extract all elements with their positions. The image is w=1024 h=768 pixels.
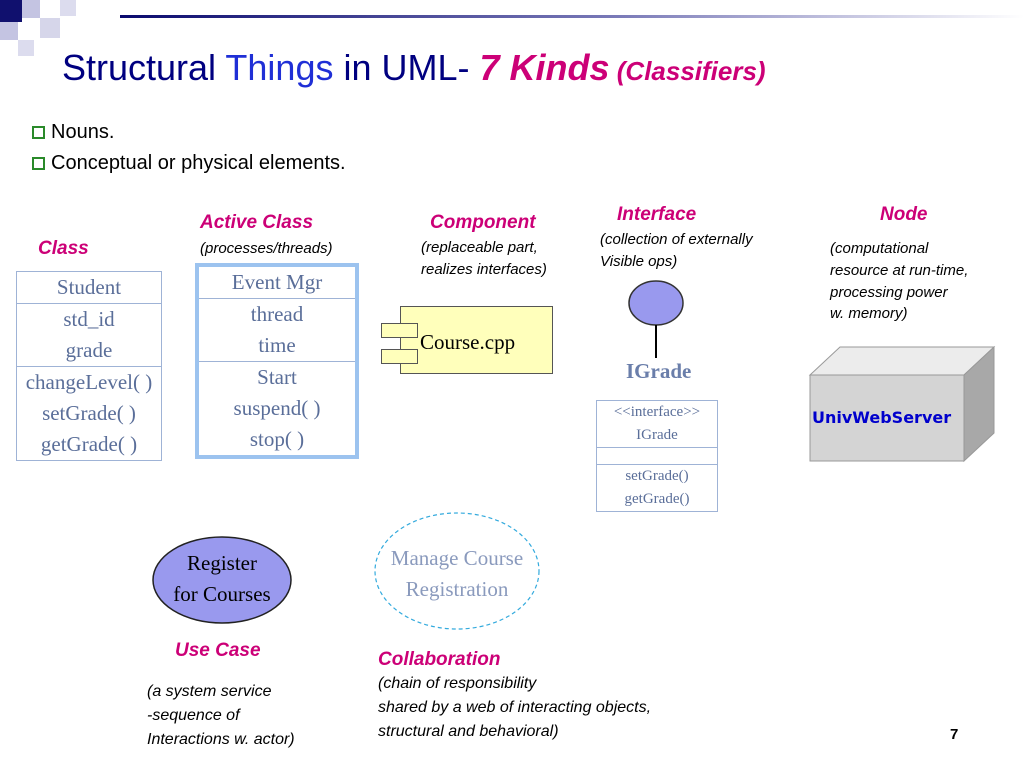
corner-square-light-5 xyxy=(18,40,34,56)
active-class-operation-compartment: Start suspend( ) stop( ) xyxy=(199,362,355,455)
checkbox-bullet-icon xyxy=(32,126,45,139)
interface-name-compartment: <<interface>> IGrade xyxy=(597,401,717,448)
class-name: Student xyxy=(56,275,122,299)
slide-title: Structural Things in UML- 7 Kinds (Class… xyxy=(62,46,766,89)
corner-square-light-4 xyxy=(60,0,76,16)
collaboration-ellipse xyxy=(374,512,540,630)
use-case-shape xyxy=(152,536,292,624)
class-operation: setGrade( ) xyxy=(42,401,136,425)
interface-stereotype: <<interface>> xyxy=(613,404,701,420)
corner-square-light-2 xyxy=(0,22,18,40)
component-label: Component xyxy=(430,212,536,233)
active-class-name: Event Mgr xyxy=(231,270,323,294)
interface-operation: getGrade() xyxy=(624,491,690,507)
interface-name: IGrade xyxy=(626,359,692,383)
page-number: 7 xyxy=(950,726,959,743)
title-part-3: in UML- xyxy=(333,47,480,88)
class-attribute: grade xyxy=(65,338,113,362)
bullet-item: Conceptual or physical elements. xyxy=(32,152,346,175)
active-class-operation: suspend( ) xyxy=(233,396,321,420)
title-part-1: Structural xyxy=(62,47,226,88)
node-label: Node xyxy=(880,204,928,225)
interface-box-name: IGrade xyxy=(636,427,678,443)
node-cube xyxy=(808,345,996,463)
active-class-attribute-compartment: thread time xyxy=(199,299,355,362)
node-front-face xyxy=(809,374,965,462)
node-name: UnivWebServer xyxy=(812,408,952,427)
title-part-4: 7 Kinds xyxy=(479,47,610,88)
collaboration-shape xyxy=(374,512,540,630)
class-label: Class xyxy=(38,238,89,259)
use-case-ellipse xyxy=(152,536,292,624)
node-top-face xyxy=(808,346,996,376)
interface-lollipop xyxy=(628,280,684,358)
corner-square-light-1 xyxy=(22,0,40,18)
collaboration-text: Manage Course Registration xyxy=(390,546,524,601)
class-box: Student std_id grade changeLevel( ) setG… xyxy=(16,271,162,461)
active-class-desc: (processes/threads) xyxy=(200,240,333,257)
title-part-5: (Classifiers) xyxy=(609,56,766,86)
active-class-operation: Start xyxy=(257,365,297,389)
use-case-desc: (a system service -sequence of Interacti… xyxy=(147,683,295,748)
interface-operation-compartment: setGrade() getGrade() xyxy=(597,465,717,511)
class-attribute-compartment: std_id grade xyxy=(17,304,161,367)
active-class-label: Active Class xyxy=(200,212,314,233)
active-class-name-compartment: Event Mgr xyxy=(199,267,355,299)
bullet-item: Nouns. xyxy=(32,121,114,144)
corner-square-navy-1 xyxy=(0,0,22,22)
component-name: Course.cpp xyxy=(420,330,516,354)
use-case-text: Register for Courses xyxy=(173,551,271,606)
interface-box: <<interface>> IGrade setGrade() getGrade… xyxy=(596,400,718,512)
component-tab-bottom xyxy=(381,349,418,364)
node-desc: (computational resource at run-time, pro… xyxy=(830,240,969,323)
interface-circle-icon xyxy=(628,280,684,326)
interface-label: Interface xyxy=(617,204,697,225)
title-part-2: Things xyxy=(225,47,334,88)
collaboration-label: Collaboration xyxy=(378,649,501,670)
interface-desc: (collection of externally Visible ops) xyxy=(600,231,753,270)
class-name-compartment: Student xyxy=(17,272,161,304)
active-class-box: Event Mgr thread time Start suspend( ) s… xyxy=(195,263,359,459)
class-operation-compartment: changeLevel( ) setGrade( ) getGrade( ) xyxy=(17,367,161,460)
interface-operation: setGrade() xyxy=(625,468,689,484)
active-class-attribute: thread xyxy=(250,302,304,326)
component-body xyxy=(400,306,553,374)
collaboration-desc: (chain of responsibility shared by a web… xyxy=(378,675,652,740)
component-tab-top xyxy=(381,323,418,338)
component-desc: (replaceable part, realizes interfaces) xyxy=(421,239,547,278)
checkbox-bullet-icon xyxy=(32,157,45,170)
interface-attribute-compartment xyxy=(597,448,717,465)
active-class-attribute: time xyxy=(258,333,296,357)
title-rule xyxy=(120,15,1024,18)
class-operation: changeLevel( ) xyxy=(25,370,153,394)
use-case-label: Use Case xyxy=(175,640,261,661)
class-attribute: std_id xyxy=(63,307,115,331)
corner-square-light-3 xyxy=(40,18,60,38)
active-class-operation: stop( ) xyxy=(249,427,305,451)
class-operation: getGrade( ) xyxy=(40,432,138,456)
